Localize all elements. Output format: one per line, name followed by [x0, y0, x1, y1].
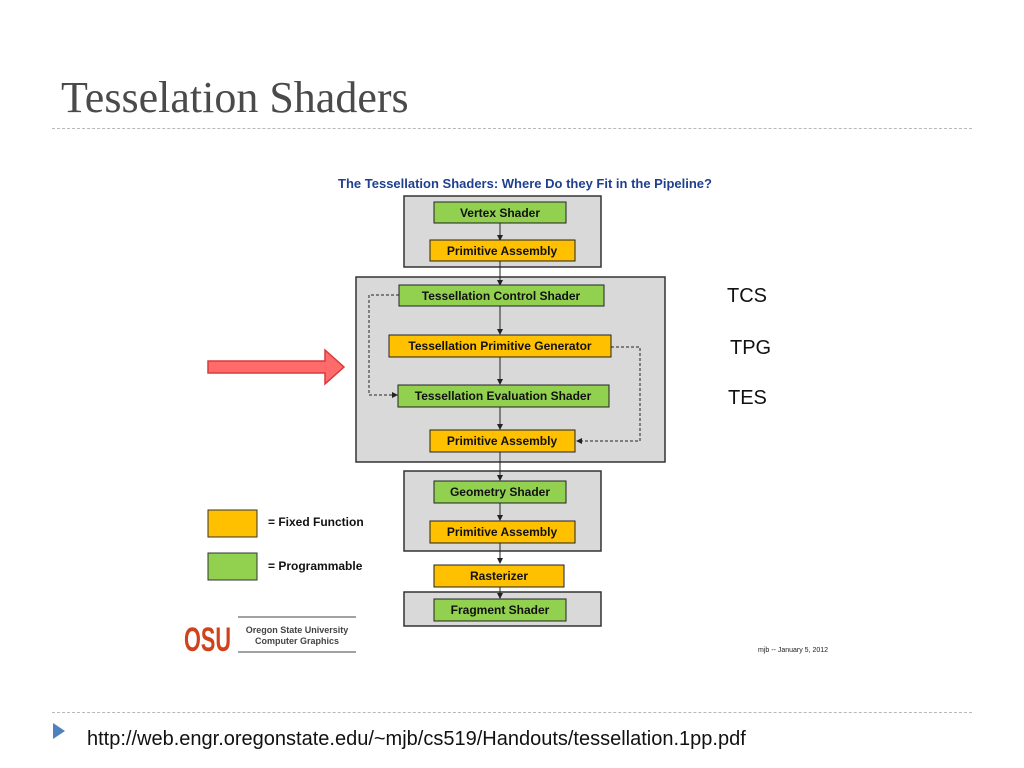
geometry-shader-node: Geometry Shader	[433, 480, 567, 504]
legend-programmable-swatch	[207, 552, 258, 581]
tcs-box	[398, 284, 605, 307]
slide-title: Tesselation Shaders	[61, 73, 409, 122]
diagram-title: The Tessellation Shaders: Where Do they …	[338, 176, 712, 191]
handout-link[interactable]: http://web.engr.oregonstate.edu/~mjb/cs5…	[87, 728, 746, 750]
tpg-node-label: Tessellation Primitive Generator	[408, 339, 592, 353]
fragment-shader-label: Fragment Shader	[451, 603, 550, 617]
tcs-node-label: Tessellation Control Shader	[422, 289, 581, 303]
rasterizer-label: Rasterizer	[470, 569, 528, 583]
label-tcs: TCS	[727, 285, 767, 307]
vertex-shader-label: Vertex Shader	[460, 206, 540, 220]
primitive-assembly-3-node: Primitive Assembly	[429, 520, 576, 544]
osu-logo: OSU Oregon State University Computer Gra…	[184, 616, 356, 659]
tpg-box	[388, 334, 612, 358]
tpg-node: Tessellation Primitive Generator	[388, 334, 612, 358]
primitive-assembly-3-label: Primitive Assembly	[447, 525, 558, 539]
tes-node: Tessellation Evaluation Shader	[397, 384, 610, 408]
osu-logo-mark: OSU	[184, 621, 231, 659]
legend: = Fixed Function = Programmable	[207, 509, 364, 581]
primitive-assembly-3-box	[429, 520, 576, 544]
primitive-assembly-1-node: Primitive Assembly	[429, 239, 576, 262]
geometry-shader-label: Geometry Shader	[450, 485, 550, 499]
geometry-shader-box	[433, 480, 567, 504]
primitive-assembly-2-box	[429, 429, 576, 453]
credit-text: mjb -- January 5, 2012	[758, 647, 828, 654]
title-divider	[52, 128, 972, 129]
osu-logo-line1: Oregon State University	[246, 625, 349, 635]
legend-programmable-label: = Programmable	[268, 559, 363, 573]
fragment-shader-node: Fragment Shader	[433, 598, 567, 622]
label-tes: TES	[728, 387, 767, 409]
label-tpg: TPG	[730, 337, 772, 359]
dashed-connectors	[368, 294, 641, 444]
vertex-shader-box	[433, 201, 567, 224]
primitive-assembly-2-label: Primitive Assembly	[447, 434, 558, 448]
osu-logo-line2: Computer Graphics	[255, 636, 339, 646]
legend-fixed-label: = Fixed Function	[268, 515, 364, 529]
legend-fixed-swatch	[207, 509, 258, 538]
tcs-node: Tessellation Control Shader	[398, 284, 605, 307]
pointer-arrow	[207, 348, 346, 386]
bullet-arrow-icon	[53, 723, 65, 739]
fragment-shader-box	[433, 598, 567, 622]
tes-node-label: Tessellation Evaluation Shader	[415, 389, 592, 403]
primitive-assembly-1-box	[429, 239, 576, 262]
tes-box	[397, 384, 610, 408]
primitive-assembly-1-label: Primitive Assembly	[447, 244, 558, 258]
primitive-assembly-2-node: Primitive Assembly	[429, 429, 576, 453]
footer-divider	[52, 712, 972, 713]
rasterizer-node: Rasterizer	[433, 564, 565, 588]
rasterizer-box	[433, 564, 565, 588]
vertex-shader-node: Vertex Shader	[433, 201, 567, 224]
